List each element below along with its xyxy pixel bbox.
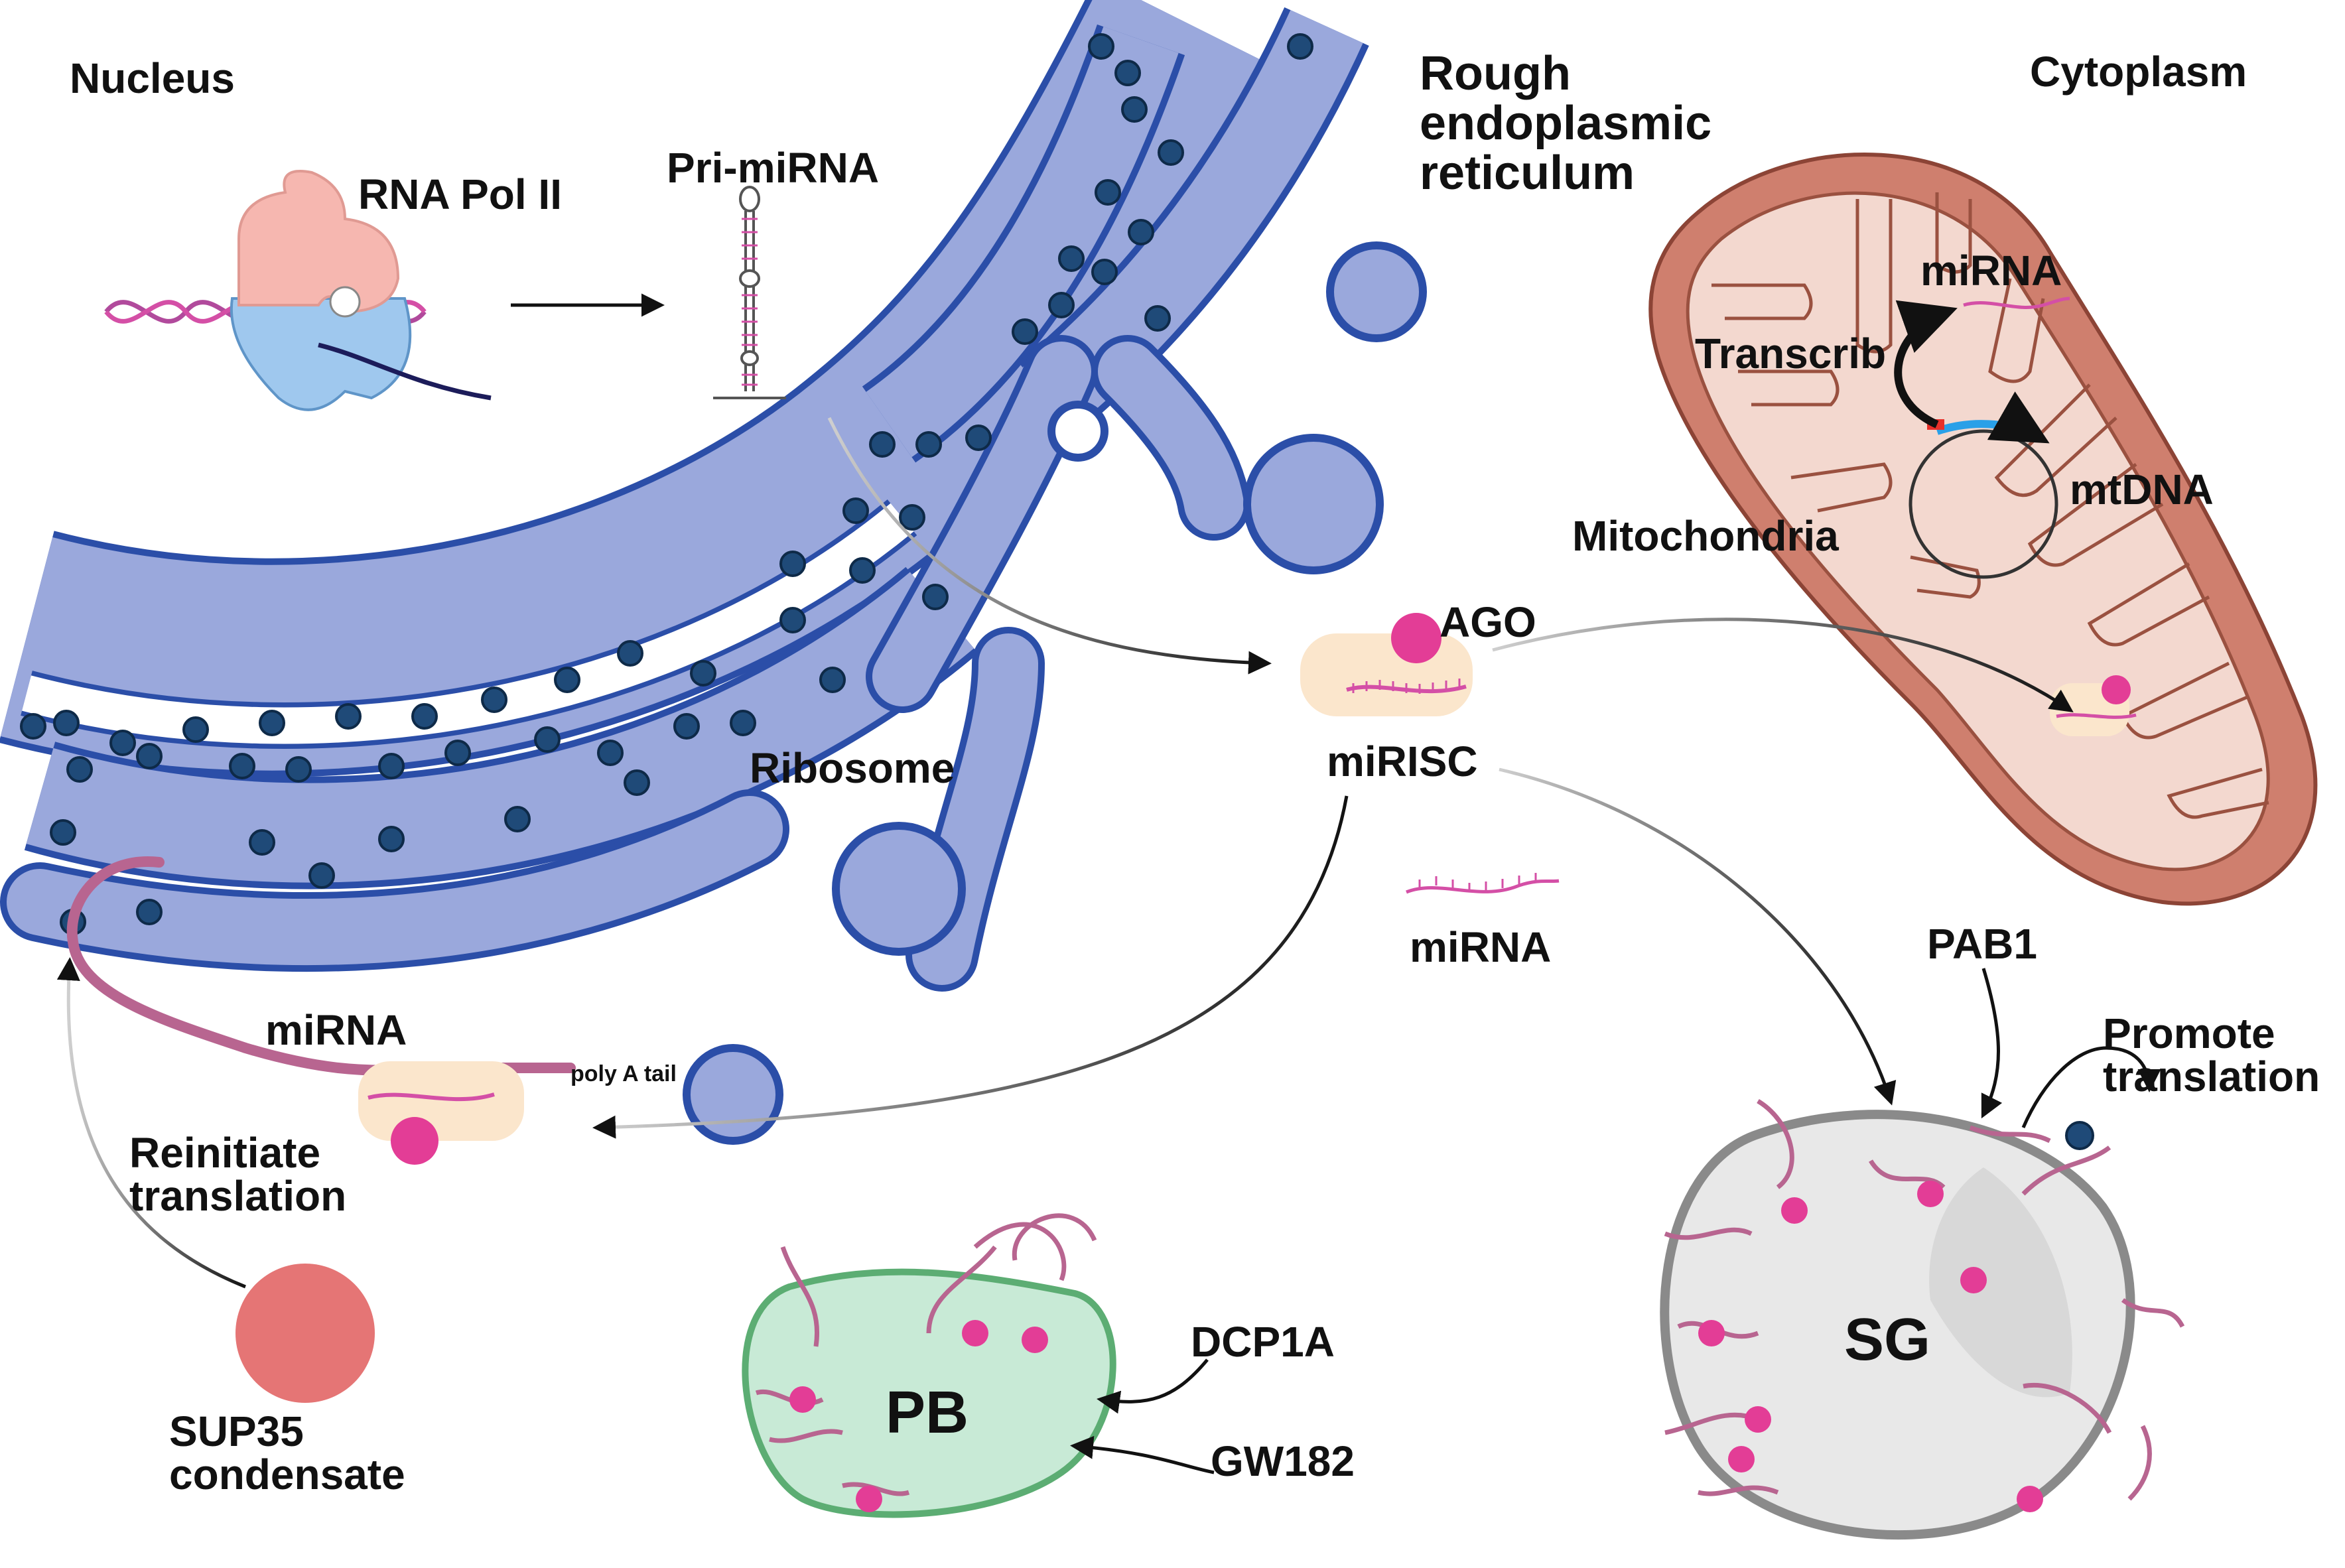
label-mirisc: miRISC (1327, 738, 1478, 785)
label-rer-3: reticulum (1420, 147, 1635, 200)
label-nucleus: Nucleus (70, 54, 235, 102)
arrow-to-translation (592, 795, 1349, 1139)
label-sg: SG (1844, 1307, 1930, 1373)
label-reinitiate-1: Reinitiate (129, 1129, 320, 1177)
arrow-to-mirisc (827, 417, 1272, 675)
label-rer-2: endoplasmic (1420, 97, 1711, 150)
label-ribosome: Ribosome (750, 744, 955, 792)
label-sup35-2: condensate (169, 1451, 405, 1498)
pri-mirna-hairpin (713, 186, 786, 399)
mtdna-promoter-arrow (1936, 391, 2050, 444)
label-poly-a-tail: poly A tail (570, 1061, 677, 1086)
label-gw182: GW182 (1211, 1437, 1355, 1485)
ago-protein (1391, 613, 1441, 663)
label-cytoplasm: Cytoplasm (2030, 48, 2247, 96)
arrow-to-sg (1499, 767, 1897, 1106)
label-mirna-free: miRNA (1410, 923, 1551, 971)
rna-transcript (318, 342, 492, 401)
mitochondrion (1648, 153, 2318, 906)
sg-ribosome (2065, 1121, 2094, 1150)
label-promote-2: translation (2103, 1053, 2320, 1100)
rough-er (0, 0, 1427, 1145)
rna-pol-ii-complex (104, 170, 492, 411)
arrow-to-mitochondria (1492, 618, 2074, 712)
label-mirna-left: miRNA (265, 1006, 407, 1054)
label-pab1: PAB1 (1927, 920, 2037, 968)
label-sup35-1: SUP35 (169, 1407, 304, 1455)
label-mirna-mito: miRNA (1920, 247, 2062, 294)
label-mtdna: mtDNA (2070, 466, 2214, 513)
label-pb: PB (886, 1380, 969, 1446)
label-promote-1: Promote (2103, 1010, 2275, 1057)
mrna-left (66, 856, 576, 1165)
sup35-condensate (235, 1264, 375, 1403)
label-mitochondria: Mitochondria (1572, 512, 1839, 560)
mtdna-circle (1909, 429, 2058, 579)
pol-ii-lower (230, 297, 412, 411)
label-transcrib: Transcrib (1695, 330, 1886, 377)
label-pri-mirna: Pri-miRNA (667, 144, 879, 192)
arrow-dcp1a (1097, 1358, 1209, 1414)
p-body (742, 1213, 1116, 1518)
mito-mirna-strand (1963, 296, 2070, 309)
label-reinitiate-2: translation (129, 1172, 346, 1220)
labels: Nucleus Cytoplasm RNA Pol II Pri-miRNA R… (70, 47, 2320, 1498)
arrow-gw182 (1070, 1435, 1215, 1474)
mirisc-complex (1300, 613, 1473, 716)
transcription-arrow (1894, 300, 1958, 428)
label-rna-pol-ii: RNA Pol II (358, 170, 562, 218)
arrow-reinitiate (56, 957, 246, 1289)
arrow-promote (2021, 1046, 2161, 1128)
label-ago: AGO (1440, 598, 1536, 646)
ribosomes (20, 33, 1313, 935)
free-mirna (1406, 873, 1560, 894)
label-dcp1a: DCP1A (1191, 1318, 1335, 1366)
label-rer-1: Rough (1420, 47, 1571, 100)
arrow-pab1 (1981, 968, 2003, 1119)
stress-granule (1660, 1099, 2185, 1540)
